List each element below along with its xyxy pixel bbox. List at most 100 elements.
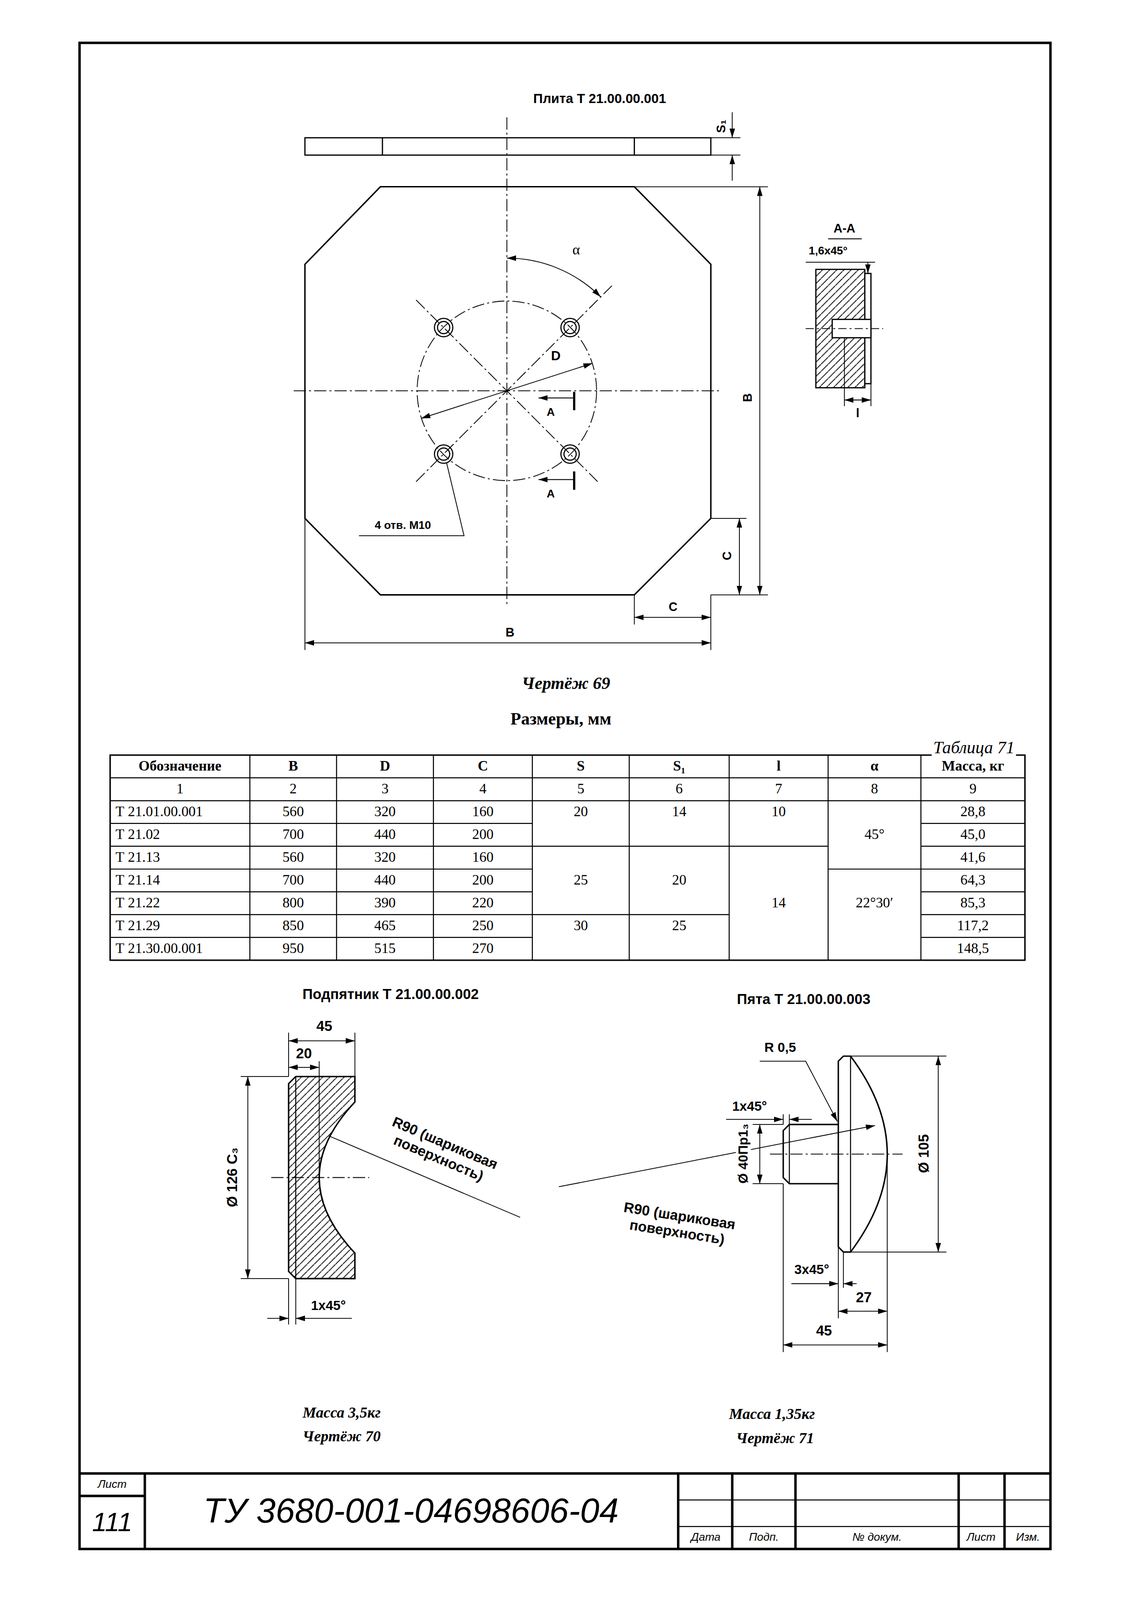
- dimension-lines: [710, 517, 747, 519]
- dimension-label: D: [549, 348, 563, 364]
- dimension-lines: [318, 1060, 320, 1173]
- table-grid: [920, 822, 1025, 824]
- dimension-label: B: [740, 392, 755, 404]
- surface-note: R90 (шариковая поверхность): [363, 1105, 520, 1197]
- title-block-label: № докум.: [851, 1530, 904, 1544]
- dimension-lines: [506, 258, 601, 297]
- center-lines: [416, 299, 598, 482]
- table-cell: 560: [281, 803, 306, 820]
- dimension-label: B: [504, 625, 516, 640]
- table-cell: 64,3: [959, 871, 987, 889]
- dimension-lines: [710, 137, 741, 139]
- center-lines: [293, 117, 721, 604]
- dimension-lines: [783, 1344, 888, 1346]
- table-cell: 45,0: [959, 826, 987, 843]
- dimension-lines: [634, 186, 769, 188]
- document-code: ТУ 3680-001-04698606-04: [201, 1490, 620, 1530]
- table-cell: 700: [281, 826, 306, 843]
- center-lines: [417, 300, 597, 481]
- dimension-lines: [634, 594, 636, 625]
- table-grid: [920, 891, 1025, 893]
- table-grid: [249, 754, 251, 961]
- threaded-holes: [563, 321, 577, 334]
- table-cell: 25: [572, 871, 589, 889]
- table-grid: [920, 914, 1025, 915]
- dimension-lines: [791, 1282, 839, 1284]
- table-grid: [828, 868, 1026, 870]
- section-marks: [538, 397, 574, 399]
- table-header: Обозначение: [137, 757, 223, 775]
- part-title: Плита Т 21.00.00.001: [531, 91, 668, 107]
- dimension-lines: [288, 1278, 290, 1325]
- table-cell: 515: [372, 939, 398, 957]
- dimension-lines: [838, 1310, 888, 1312]
- dimension-label: 27: [854, 1289, 873, 1306]
- table-grid: [110, 754, 1026, 961]
- sheet-frame: [1003, 1473, 1006, 1550]
- dimension-lines: [752, 1182, 784, 1184]
- table-grid: [335, 754, 337, 961]
- table-cell: Т 21.29: [114, 917, 162, 934]
- table-header: Масса, кг: [940, 757, 1006, 775]
- table-header: S₁: [671, 757, 687, 775]
- threaded-holes: [560, 444, 579, 464]
- section-view: [828, 238, 863, 240]
- dimension-lines: [789, 1118, 812, 1120]
- mass-note: Масса 1,35кг: [727, 1404, 816, 1423]
- angle-label: α: [571, 241, 582, 259]
- dimension-label: 45: [814, 1322, 834, 1339]
- dimension-lines: [759, 1060, 838, 1121]
- table-grid: [110, 936, 533, 938]
- dimension-lines: [710, 154, 741, 156]
- threaded-holes: [434, 444, 453, 464]
- title-block-label: Лист: [965, 1530, 997, 1544]
- table-cell: 3: [380, 780, 391, 797]
- table-grid: [110, 822, 533, 824]
- table-cell: 250: [470, 917, 496, 934]
- title-block-label: Подп.: [747, 1530, 780, 1544]
- dimension-lines: [850, 1251, 947, 1253]
- section-view: [844, 399, 871, 401]
- dimension-lines: [937, 1055, 939, 1252]
- table-number: Таблица 71: [931, 737, 1017, 758]
- table-grid: [110, 777, 1026, 779]
- table-cell: 465: [372, 917, 398, 934]
- table-cell: 320: [372, 848, 398, 866]
- part-title: Пята Т 21.00.00.003: [735, 991, 872, 1008]
- dimension-label: 20: [294, 1045, 314, 1062]
- table-grid: [827, 754, 829, 961]
- table-cell: 20: [572, 803, 589, 820]
- table-cell: 45°: [862, 826, 886, 843]
- sheet-frame: [79, 1471, 1051, 1475]
- threaded-holes: [563, 447, 577, 460]
- table-cell: 6: [674, 780, 685, 797]
- dimension-lines: [782, 1183, 784, 1352]
- table-cell: 200: [470, 871, 496, 889]
- table-grid: [531, 754, 533, 961]
- hole-callout: 4 отв. M10: [373, 518, 433, 532]
- table-cell: Т 21.13: [114, 848, 162, 866]
- threaded-holes: [437, 321, 450, 334]
- dimension-lines: [304, 642, 711, 644]
- dimension-lines: [247, 1076, 249, 1279]
- section-marks: [538, 391, 574, 490]
- table-cell: 7: [773, 780, 784, 797]
- sheet-frame: [143, 1473, 146, 1550]
- sheet-frame: [79, 42, 1051, 1549]
- drawing-sheet: [79, 42, 1051, 1549]
- plate-side-view: [633, 137, 636, 155]
- table-cell: 9: [967, 780, 978, 797]
- table-grid: [728, 754, 730, 961]
- table-cell: 4: [477, 780, 488, 797]
- dimension-lines: [731, 112, 733, 138]
- dimension-lines: [634, 616, 712, 618]
- dimension-lines: [710, 112, 741, 181]
- dimension-label: Ø 126 C₃: [224, 1145, 241, 1209]
- sheet-frame: [676, 1473, 680, 1550]
- table-cell: 20: [670, 871, 688, 889]
- table-cell: 270: [470, 939, 496, 957]
- table-header: S: [575, 757, 586, 775]
- table-cell: 85,3: [959, 894, 987, 911]
- dimension-lines: [710, 594, 712, 651]
